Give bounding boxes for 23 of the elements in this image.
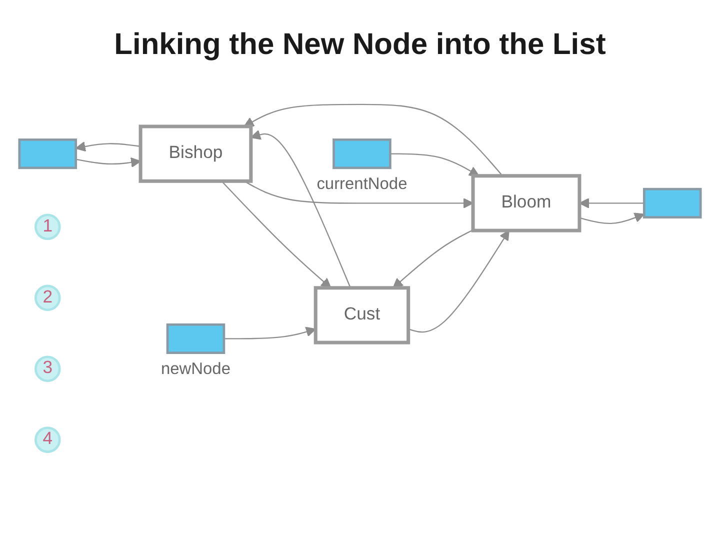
node-circle: 3 xyxy=(34,356,61,382)
node-circle: 1 xyxy=(34,214,61,240)
node-box: Bloom xyxy=(471,174,582,232)
arrow xyxy=(221,180,332,288)
arrow xyxy=(390,153,480,176)
node-box: Cust xyxy=(314,286,410,344)
variable-label: newNode xyxy=(160,360,230,378)
arrow xyxy=(579,198,644,208)
arrow xyxy=(392,229,474,288)
node-box xyxy=(18,138,78,170)
node-box: Bishop xyxy=(138,124,253,183)
arrow xyxy=(408,230,510,333)
node-circle: 4 xyxy=(34,426,61,453)
node-box xyxy=(166,323,226,354)
variable-label: currentNode xyxy=(316,175,408,194)
arrow xyxy=(244,104,503,176)
arrow xyxy=(579,212,645,224)
node-circle: 2 xyxy=(34,284,61,311)
node-box xyxy=(642,188,702,218)
arrow xyxy=(75,141,141,152)
title: Linking the New Node into the List xyxy=(113,28,607,62)
node-box xyxy=(332,138,392,170)
arrow xyxy=(76,157,141,168)
